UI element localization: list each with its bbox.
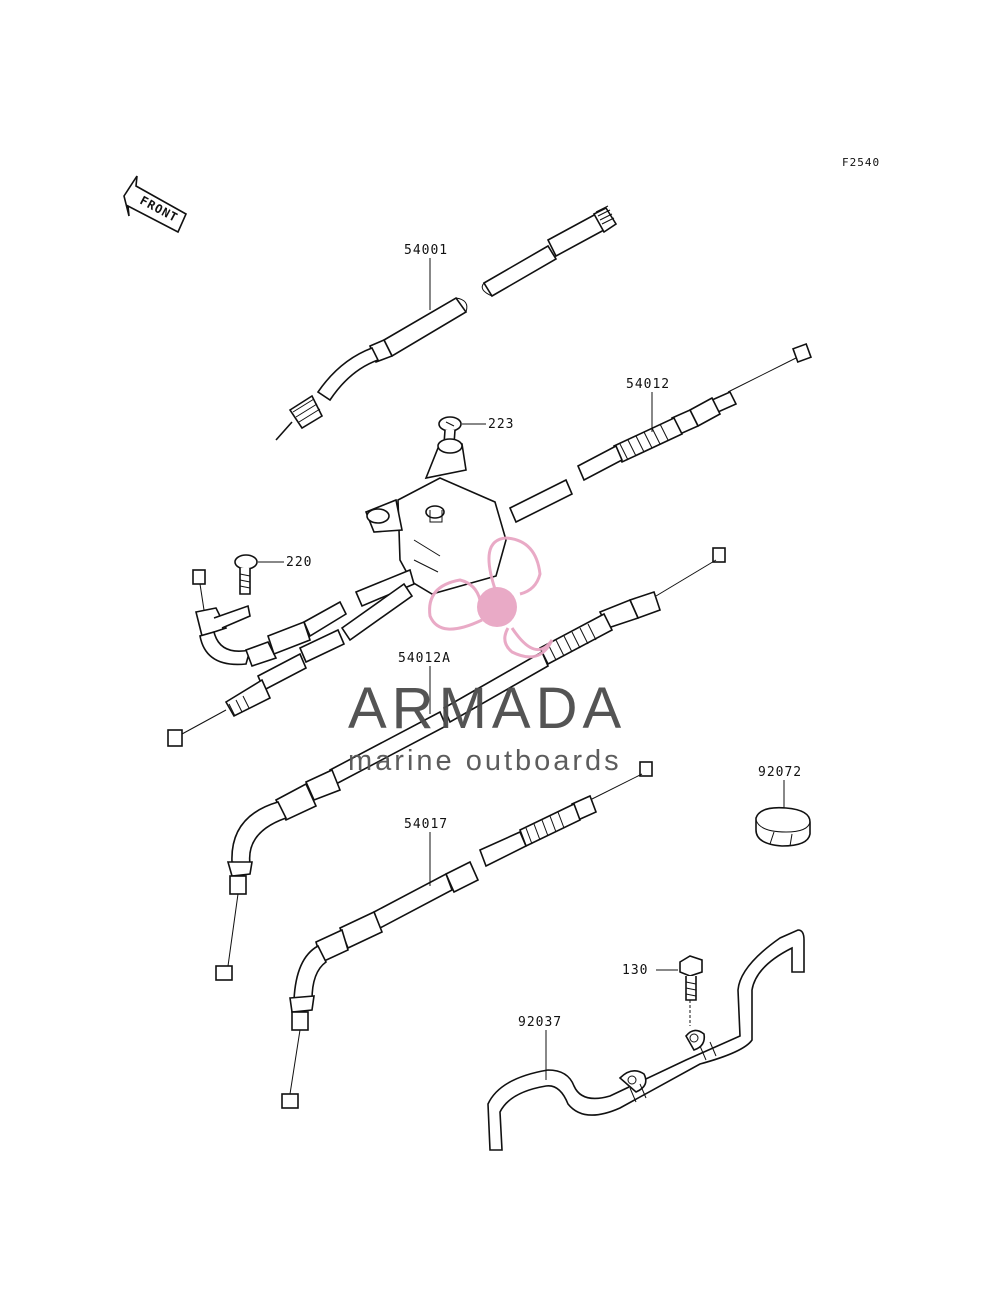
cable-54017: 54017: [281, 761, 653, 1109]
part-label-92037: 92037: [518, 1015, 562, 1030]
watermark-subtitle: marine outboards: [348, 745, 622, 777]
part-label-92072: 92072: [758, 765, 802, 780]
part-label-54001: 54001: [404, 243, 448, 258]
tube-92037: 92037: [487, 929, 805, 1151]
front-arrow-icon: FRONT: [123, 175, 188, 234]
watermark-title: ARMADA: [348, 676, 626, 741]
cable-junction-housing: [364, 438, 507, 595]
part-label-220: 220: [286, 555, 312, 570]
part-label-54012A: 54012A: [398, 651, 451, 666]
armada-watermark: ARMADA marine outboards: [348, 536, 626, 777]
part-label-130: 130: [622, 963, 648, 978]
cable-54012A: 54012A: [215, 547, 726, 981]
clamp-92072: 92072: [755, 765, 811, 847]
part-label-54017: 54017: [404, 817, 448, 832]
cable-54001: 54001: [275, 205, 618, 441]
propeller-icon: [428, 536, 554, 659]
bolt-130: 130: [622, 955, 703, 1026]
part-label-54012: 54012: [626, 377, 670, 392]
screw-220: 220: [234, 554, 312, 595]
cable-54012: 54012: [508, 343, 812, 524]
figure-code: F2540: [842, 156, 880, 169]
left-cable-assembly: [167, 568, 415, 747]
part-label-223: 223: [488, 417, 514, 432]
